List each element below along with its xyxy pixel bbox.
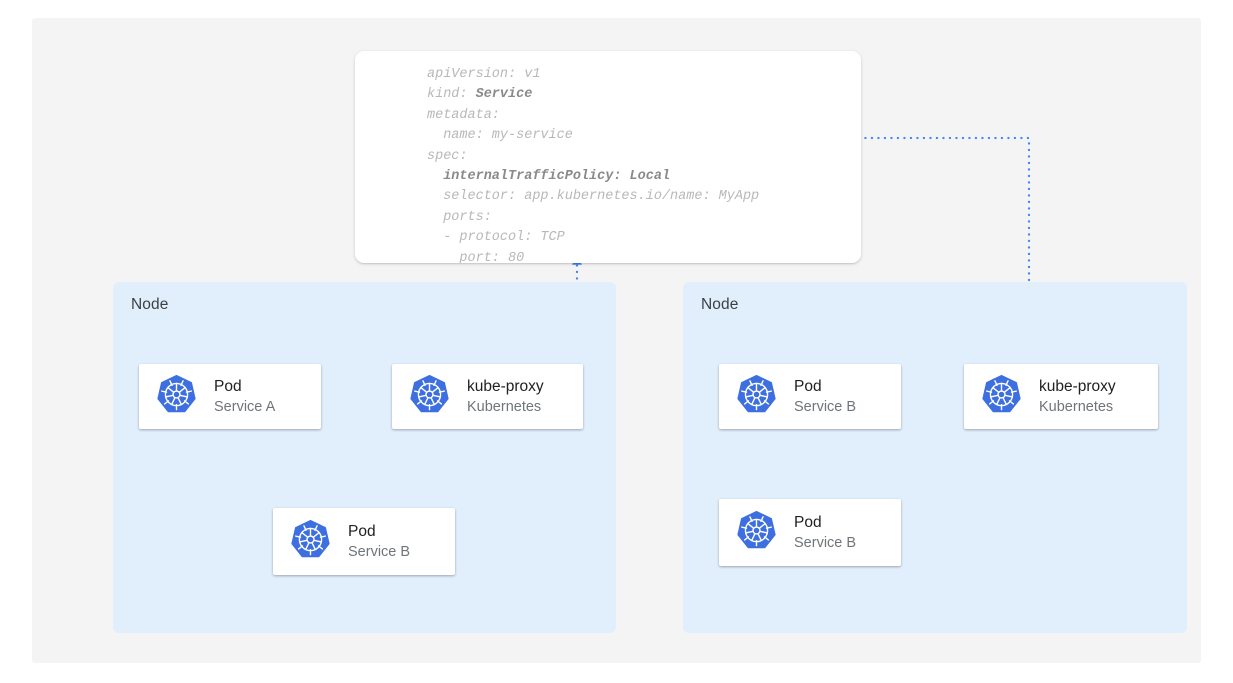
yaml-line: internalTrafficPolicy: Local <box>443 169 671 185</box>
card-title: kube-proxy <box>1039 377 1116 395</box>
card-title: kube-proxy <box>467 377 544 395</box>
diagram-canvas: apiVersion: v1 kind: Service metadata: nam… <box>32 18 1201 663</box>
card-title: Pod <box>348 522 376 540</box>
card-pod-service-b-right-bottom[interactable]: Pod Service B <box>719 499 901 566</box>
kubernetes-icon <box>736 374 777 420</box>
card-pod-service-b-left[interactable]: Pod Service B <box>273 508 455 575</box>
card-subtitle: Service B <box>794 398 857 415</box>
node-left: Node <box>113 282 616 633</box>
card-pod-service-a[interactable]: Pod Service A <box>139 364 321 429</box>
card-subtitle: Service B <box>348 543 411 560</box>
service-yaml-text: apiVersion: v1 kind: Service metadata: nam… <box>427 65 759 263</box>
yaml-line: kind: Service <box>427 87 533 103</box>
kubernetes-icon <box>290 519 331 565</box>
node-right-label: Node <box>701 296 739 313</box>
kubernetes-icon <box>981 374 1022 420</box>
card-title: Pod <box>214 377 242 395</box>
kubernetes-icon <box>736 510 777 556</box>
kubernetes-icon <box>410 374 449 412</box>
kubernetes-icon <box>291 519 330 557</box>
yaml-line: ports: <box>427 209 492 225</box>
yaml-line: spec: <box>427 148 468 164</box>
yaml-line: port: 80 <box>427 250 525 263</box>
card-kube-proxy-left[interactable]: kube-proxy Kubernetes <box>392 364 583 429</box>
kubernetes-icon <box>409 374 450 420</box>
card-title: Pod <box>794 513 822 531</box>
kubernetes-icon <box>737 510 776 548</box>
card-subtitle: Service B <box>794 534 857 551</box>
yaml-line: selector: app.kubernetes.io/name: MyApp <box>427 189 760 205</box>
card-subtitle: Service A <box>214 398 276 415</box>
yaml-line: metadata: <box>427 107 500 123</box>
yaml-line: apiVersion: v1 <box>427 67 541 82</box>
kubernetes-icon <box>737 374 776 412</box>
card-pod-service-b-right-top[interactable]: Pod Service B <box>719 364 901 429</box>
card-subtitle: Kubernetes <box>467 398 542 415</box>
kubernetes-icon <box>982 374 1021 412</box>
service-yaml-card: apiVersion: v1 kind: Service metadata: nam… <box>355 51 861 263</box>
node-left-label: Node <box>131 296 169 313</box>
card-kube-proxy-right[interactable]: kube-proxy Kubernetes <box>964 364 1158 429</box>
yaml-line: name: my-service <box>427 128 573 144</box>
kubernetes-icon <box>156 374 197 420</box>
card-title: Pod <box>794 377 822 395</box>
yaml-line: - protocol: TCP <box>427 230 565 246</box>
kubernetes-icon <box>157 374 196 412</box>
card-subtitle: Kubernetes <box>1039 398 1114 415</box>
node-right: Node <box>683 282 1187 633</box>
